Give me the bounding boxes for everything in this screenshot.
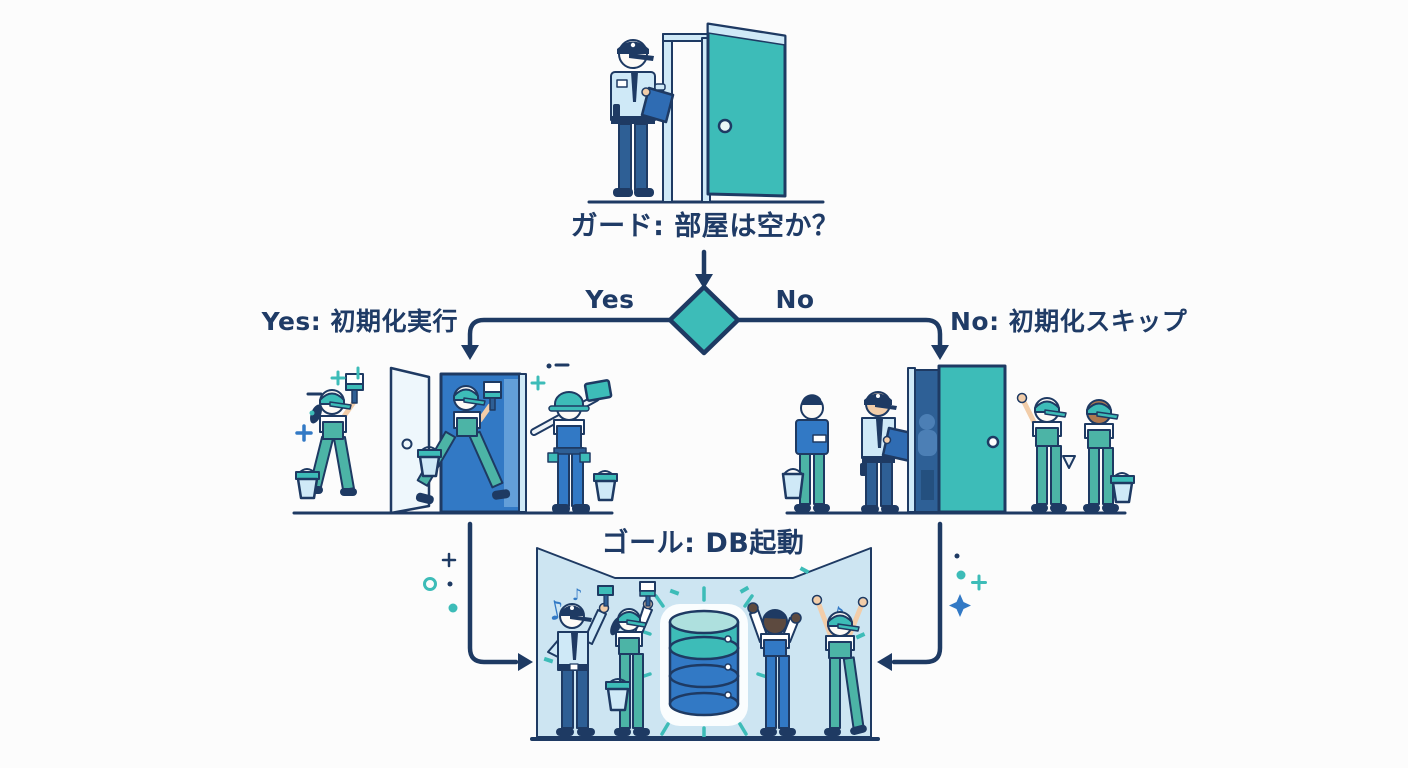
paint-bucket-icon (295, 468, 320, 500)
db-start-celebration-illustration: ♪ ♪ ♪ (530, 547, 880, 741)
celebrating-painter (605, 581, 656, 736)
no-result-label: No: 初期化スキップ (950, 307, 1188, 336)
bucket-icon (781, 468, 805, 500)
arrow-no-branch (734, 317, 943, 349)
bucket-icon (1110, 472, 1135, 504)
paint-bucket-icon (593, 470, 618, 502)
security-guard (860, 391, 918, 513)
paint-brush-icon (639, 581, 656, 592)
door-top-edge (707, 23, 786, 46)
silhouette (918, 430, 937, 456)
celebrating-worker-blue (747, 602, 802, 736)
ponytail (310, 404, 322, 424)
paint-brush-icon (345, 373, 364, 404)
badge (616, 79, 628, 88)
paint-bucket-icon (417, 446, 442, 478)
guard-cap-icon (560, 605, 584, 616)
clipboard-icon (640, 86, 675, 124)
yes-result-label: Yes: 初期化実行 (261, 307, 458, 336)
tie (876, 419, 883, 448)
belt (611, 116, 655, 124)
paint-roller-icon (597, 585, 614, 596)
yes-branch-label: Yes (585, 285, 635, 314)
cap-badge (630, 42, 636, 48)
worker-striding (415, 381, 511, 505)
goal-label: ゴール: DB起動 (601, 528, 805, 559)
security-guard (610, 39, 675, 197)
door-knob-icon (401, 438, 413, 450)
hard-hat-icon (554, 391, 584, 408)
hair (801, 394, 822, 405)
sledgehammer-icon (583, 379, 613, 402)
door-panel (706, 22, 787, 198)
hand (641, 87, 651, 97)
door-knob-icon (717, 118, 733, 134)
decision-diamond (667, 284, 741, 356)
guard-skip-illustration (781, 364, 1135, 515)
belt (862, 456, 895, 463)
arrow-no-to-goal (891, 521, 943, 665)
painter-woman (295, 373, 364, 500)
worker-waving (1016, 392, 1076, 512)
guard-cap-icon (617, 41, 649, 54)
open-door (662, 22, 787, 203)
worker-blue-shirt (781, 394, 830, 512)
tie (631, 72, 638, 102)
arrow-yes-to-goal (467, 521, 519, 665)
tool-belt (553, 447, 587, 455)
radio-icon (860, 463, 867, 476)
paint-bucket-icon (605, 678, 631, 712)
music-note-icon: ♪ (572, 585, 582, 604)
cap-brim (629, 53, 654, 61)
door-knob-icon (986, 435, 1000, 449)
guard-cap-icon (864, 393, 892, 405)
celebrating-worker-teal (811, 594, 869, 736)
radio-icon (613, 104, 620, 118)
workers-enter-illustration (292, 366, 618, 515)
no-branch-label: No (775, 285, 815, 314)
hair (764, 610, 786, 619)
arrow-yes-branch (467, 317, 674, 349)
fist (747, 602, 759, 614)
trowel-icon (1062, 455, 1076, 469)
guard-question-label: ガード: 部屋は空か？ (570, 211, 840, 242)
worker-hammer (530, 379, 618, 513)
paint-brush-icon (483, 381, 502, 411)
tie (571, 633, 578, 660)
guard-door-illustration (587, 22, 825, 204)
closed-door (907, 364, 1007, 514)
celebrating-guard (547, 585, 614, 736)
raised-arm (583, 609, 607, 645)
worker-bucket (1083, 399, 1135, 512)
